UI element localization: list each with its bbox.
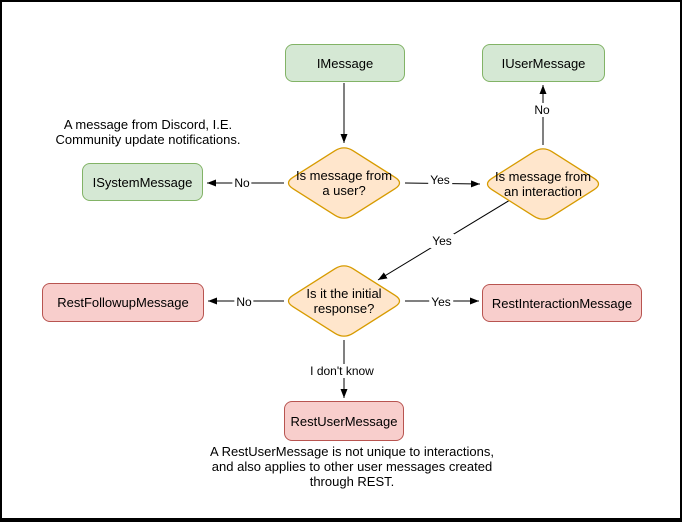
node-restfollowupmessage: RestFollowupMessage (42, 283, 204, 322)
node-restusermessage: RestUserMessage (284, 401, 404, 441)
decision-is-initial-response-label: Is it the initial response? (306, 286, 382, 316)
edge-label-yes-frominteraction: Yes (428, 173, 452, 187)
edge-label-no-iusermessage: No (532, 103, 552, 117)
note-restusermessage-description: A RestUserMessage is not unique to inter… (210, 444, 494, 489)
node-imessage: IMessage (285, 44, 405, 82)
decision-is-message-from-user-label: Is message from a user? (295, 168, 393, 198)
note-isystemmessage-description: A message from Discord, I.E. Community u… (55, 117, 241, 147)
node-isystemmessage: ISystemMessage (82, 163, 203, 201)
decision-is-message-from-interaction-label: Is message from an interaction (494, 169, 592, 199)
edge-label-no-isystemmessage: No (232, 176, 252, 190)
edge-label-no-restfollowup: No (234, 295, 254, 309)
edge-label-yes-restinteraction: Yes (429, 295, 453, 309)
edge-label-i-dont-know: I don't know (308, 364, 376, 378)
node-restinteractionmessage: RestInteractionMessage (482, 284, 642, 322)
edge-label-yes-initialresponse: Yes (430, 234, 454, 248)
node-iusermessage: IUserMessage (482, 44, 605, 82)
